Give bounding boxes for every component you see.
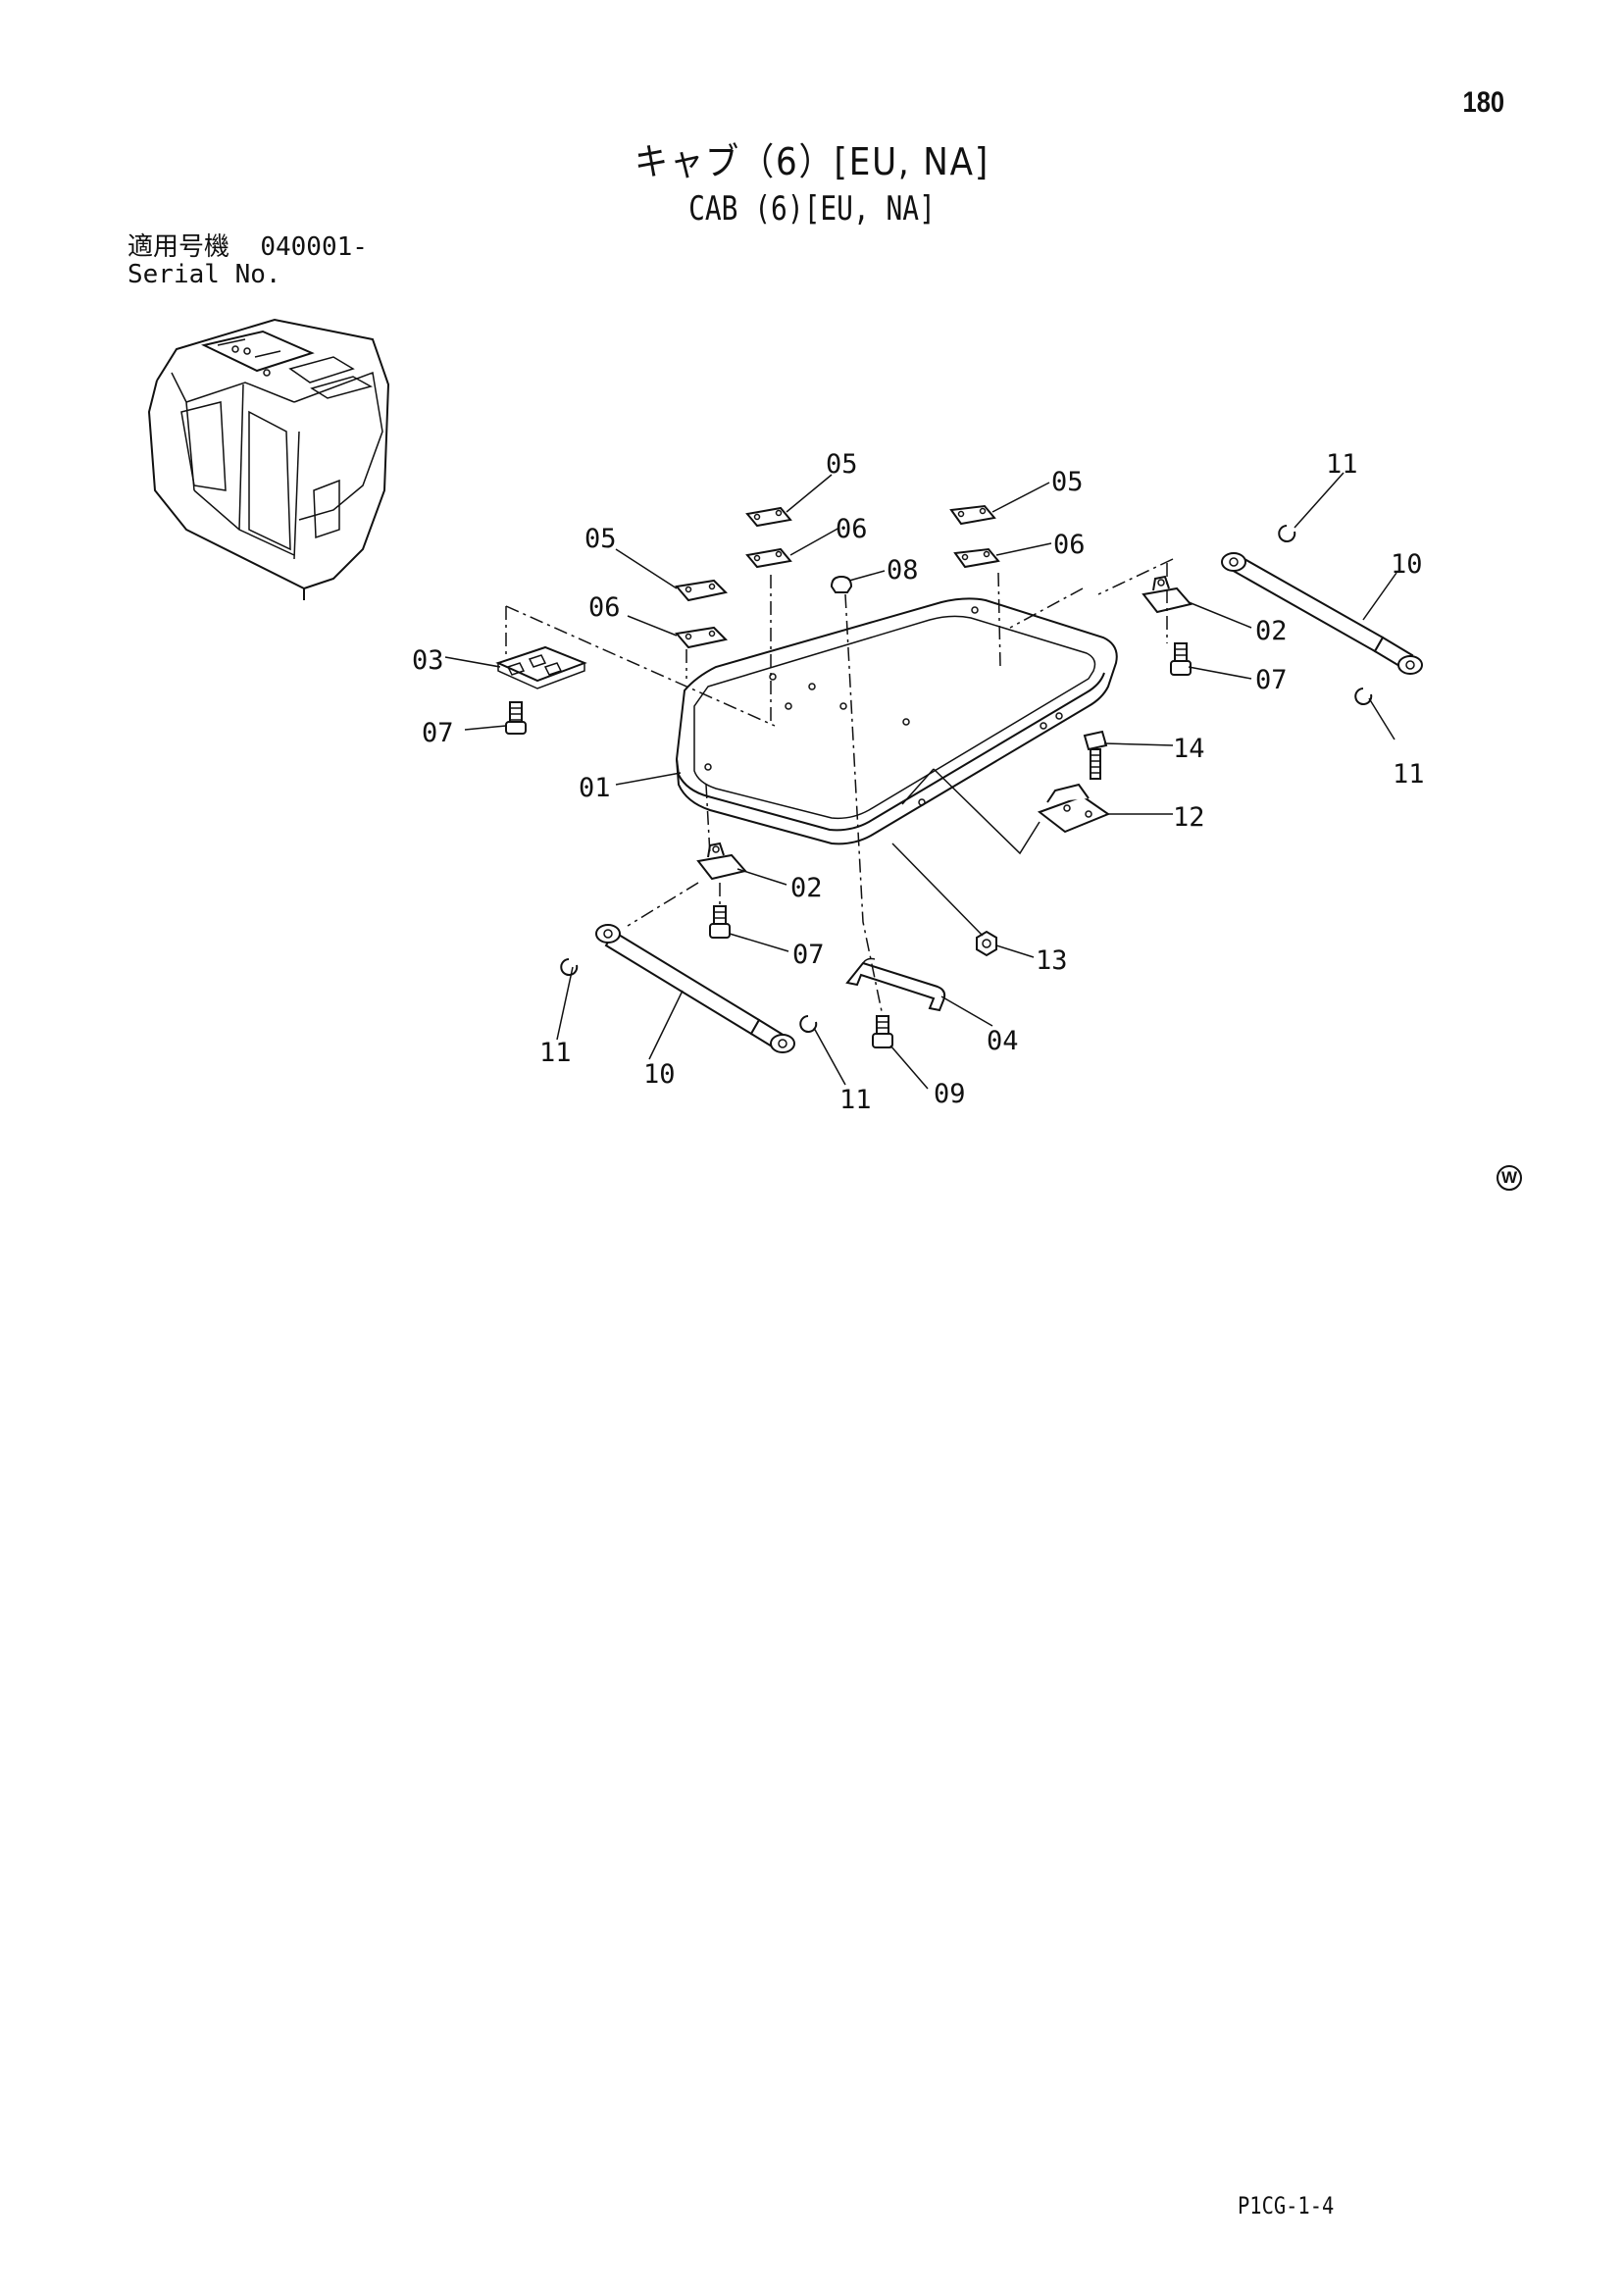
page-number: 180 — [1462, 86, 1504, 119]
part-11-snap-ring-c — [560, 958, 579, 976]
callout-07a: 07 — [1255, 665, 1288, 695]
part-14-bolt — [1083, 730, 1108, 780]
callout-10a: 10 — [1391, 549, 1423, 580]
callout-02a: 02 — [1255, 616, 1288, 646]
w-mark: W — [1497, 1165, 1522, 1191]
part-05-plate-right — [949, 504, 996, 526]
part-08-knob — [830, 575, 853, 593]
callout-04: 04 — [987, 1026, 1019, 1056]
callout-03: 03 — [412, 645, 444, 676]
part-03-hinge — [495, 645, 587, 689]
part-01-hatch-frame — [675, 597, 1118, 845]
serial-label-en: Serial No. — [127, 260, 281, 289]
part-05-plate-left — [675, 579, 729, 602]
part-06-shim-center — [745, 547, 792, 569]
callout-09: 09 — [934, 1079, 966, 1109]
title-english: CAB (6)[EU, NA] — [688, 189, 936, 229]
callout-14: 14 — [1173, 734, 1205, 764]
part-11-snap-ring-d — [799, 1015, 818, 1033]
part-10-gas-spring-right — [1221, 552, 1423, 675]
part-13-nut — [976, 930, 997, 957]
part-07-bolt-c — [709, 905, 731, 939]
part-12-latch — [1037, 783, 1111, 834]
callout-08: 08 — [887, 555, 919, 586]
callout-11b: 11 — [1393, 759, 1425, 790]
callout-13: 13 — [1036, 945, 1068, 976]
callout-05c: 05 — [1051, 467, 1084, 497]
page-title: キャブ（6）[EU, NA] CAB (6)[EU, NA] — [0, 131, 1624, 229]
latch-linkage-lines — [891, 768, 1040, 937]
assembly-center-lines — [505, 558, 1174, 1017]
serial-number-block: 適用号機 040001- Serial No. — [127, 233, 368, 288]
callout-07b: 07 — [422, 718, 454, 748]
callout-07c: 07 — [792, 940, 825, 970]
part-07-bolt-b — [1170, 642, 1192, 676]
callout-11d: 11 — [839, 1085, 872, 1115]
callout-06a: 06 — [588, 592, 621, 623]
part-10-gas-spring-left — [595, 924, 795, 1053]
part-09-bolt — [872, 1015, 893, 1048]
callout-11a: 11 — [1326, 449, 1358, 480]
callout-02b: 02 — [790, 873, 823, 903]
cab-overview-illustration — [147, 318, 390, 600]
leader-lines — [444, 472, 1397, 1090]
part-11-snap-ring-a — [1278, 525, 1296, 542]
part-02-bracket-left — [696, 842, 747, 881]
callout-06b: 06 — [836, 514, 868, 544]
callout-12: 12 — [1173, 802, 1205, 833]
part-05-plate-center — [745, 506, 792, 528]
part-06-shim-right — [953, 547, 1000, 569]
serial-range: 040001- — [260, 232, 368, 262]
callout-05a: 05 — [584, 524, 617, 554]
title-japanese: キャブ（6）[EU, NA] — [634, 140, 990, 183]
callout-11c: 11 — [539, 1038, 572, 1068]
part-07-bolt-a — [505, 701, 527, 735]
serial-label-jp: 適用号機 — [127, 232, 230, 262]
part-06-shim-left — [675, 626, 729, 649]
callout-10b: 10 — [643, 1059, 676, 1090]
page-code: P1CG-1-4 — [1238, 2192, 1335, 2219]
callout-01: 01 — [579, 773, 611, 803]
part-11-snap-ring-b — [1354, 688, 1373, 705]
part-04-handle — [845, 957, 946, 1012]
callout-05b: 05 — [826, 449, 858, 480]
callout-06c: 06 — [1053, 530, 1086, 560]
